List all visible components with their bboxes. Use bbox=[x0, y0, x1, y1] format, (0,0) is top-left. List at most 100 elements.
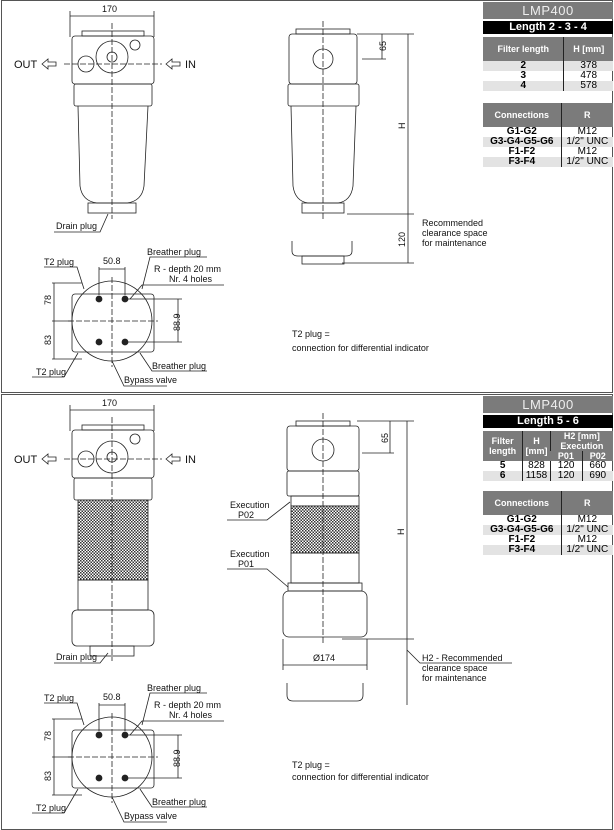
label: 170 bbox=[102, 4, 117, 14]
label: IN bbox=[185, 59, 196, 71]
table-cell: 660 bbox=[581, 461, 613, 471]
label: T2 plug bbox=[36, 367, 66, 377]
label: H2 - Recommended bbox=[422, 653, 503, 663]
label: T2 plug = bbox=[292, 760, 330, 770]
front-view: 170 OUT IN Drain plug bbox=[14, 398, 196, 664]
label: Drain plug bbox=[56, 652, 97, 662]
table-cell: G1-G2 bbox=[506, 126, 537, 137]
col-header: H [mm] bbox=[563, 37, 613, 61]
bottom-view: 50.8 78 83 88.9 T2 plug T2 plug Breather… bbox=[32, 247, 224, 387]
table-cell: M12 bbox=[560, 535, 613, 545]
table-cell: 690 bbox=[581, 471, 613, 481]
table-cell: M12 bbox=[560, 515, 613, 525]
table-cell: 1158 bbox=[522, 471, 551, 481]
col-header: Filter length bbox=[483, 37, 564, 61]
table-cell: F1-F2 bbox=[508, 534, 536, 545]
col-header: P01 bbox=[550, 451, 583, 461]
table-cell: G3-G4-G5-G6 bbox=[483, 137, 562, 147]
col-header: Filter length bbox=[483, 431, 523, 461]
table-cell: 120 bbox=[549, 461, 583, 471]
label: Breather plug bbox=[152, 797, 206, 807]
col-header: R bbox=[560, 491, 613, 515]
table-row: G1-G2 M12 bbox=[483, 127, 613, 137]
table-cell: 6 bbox=[483, 471, 523, 481]
label: P02 bbox=[238, 510, 254, 520]
label: clearance space bbox=[422, 228, 488, 238]
label: Execution bbox=[230, 549, 270, 559]
label: 78 bbox=[43, 295, 53, 305]
table-row: F1-F2 M12 bbox=[483, 535, 613, 545]
label: Nr. 4 holes bbox=[169, 710, 213, 720]
label: 88.9 bbox=[172, 313, 182, 331]
length-title: Length 2 - 3 - 4 bbox=[483, 21, 613, 34]
label: Breather plug bbox=[147, 247, 201, 257]
label: P01 bbox=[238, 559, 254, 569]
label: connection for differential indicator bbox=[292, 772, 429, 782]
col-header: P02 bbox=[581, 451, 613, 461]
table-cell: 5 bbox=[499, 460, 506, 471]
label: IN bbox=[185, 454, 196, 466]
label: T2 plug bbox=[44, 693, 74, 703]
label: T2 plug bbox=[36, 803, 66, 813]
table-cell: 2 bbox=[483, 61, 564, 71]
label: Drain plug bbox=[56, 221, 97, 231]
drawing-length-5-6: 170 OUT IN Drain plug 65 H Ø174 Executio… bbox=[14, 398, 512, 823]
table-cell: G1-G2 bbox=[506, 514, 537, 525]
label: Nr. 4 holes bbox=[169, 274, 213, 284]
label: 83 bbox=[43, 335, 53, 345]
label: Bypass valve bbox=[124, 375, 177, 385]
label: Recommended bbox=[422, 218, 483, 228]
label: 78 bbox=[43, 731, 53, 741]
label: Bypass valve bbox=[124, 811, 177, 821]
label: H bbox=[397, 123, 407, 130]
bottom-view: 50.8 78 83 88.9 T2 plug T2 plug Breather… bbox=[32, 683, 224, 823]
label: Ø174 bbox=[313, 653, 335, 663]
table-cell: 1/2" UNC bbox=[560, 525, 613, 535]
label: R - depth 20 mm bbox=[154, 264, 221, 274]
label: clearance space bbox=[422, 663, 488, 673]
table-cell: 3 bbox=[520, 70, 526, 81]
label: T2 plug bbox=[44, 257, 74, 267]
col-header: R bbox=[560, 103, 613, 127]
table-cell: 578 bbox=[563, 81, 613, 91]
side-view: 65 H 120 Recommended clearance space for… bbox=[287, 21, 488, 353]
label: OUT bbox=[14, 454, 38, 466]
label: Breather plug bbox=[147, 683, 201, 693]
table-cell: 1/2" UNC bbox=[560, 157, 613, 167]
table-cell: M12 bbox=[560, 127, 613, 137]
label: 120 bbox=[397, 232, 407, 247]
label: R - depth 20 mm bbox=[154, 700, 221, 710]
label: 88.9 bbox=[172, 749, 182, 767]
col-header: H2 [mm] Execution bbox=[549, 431, 613, 451]
table-cell: F3-F4 bbox=[483, 545, 562, 555]
col-header: H [mm] bbox=[522, 431, 551, 461]
table-cell: 1/2" UNC bbox=[560, 545, 613, 555]
drawing-length-2-3-4: 170 OUT IN Drain plug 65 H 120 Recommend… bbox=[14, 4, 488, 387]
label: 170 bbox=[102, 398, 117, 408]
label: for maintenance bbox=[422, 673, 487, 683]
label: 50.8 bbox=[103, 692, 121, 702]
label: 65 bbox=[378, 41, 388, 51]
table-cell: 4 bbox=[483, 81, 564, 91]
table-cell: F1-F2 bbox=[508, 146, 536, 157]
table-cell: G3-G4-G5-G6 bbox=[483, 525, 562, 535]
label: H bbox=[396, 529, 406, 536]
table-cell: M12 bbox=[560, 147, 613, 157]
table-row: F1-F2 M12 bbox=[483, 147, 613, 157]
side-view: 65 H Ø174 Execution P02 Execution P01 H2… bbox=[227, 413, 512, 782]
